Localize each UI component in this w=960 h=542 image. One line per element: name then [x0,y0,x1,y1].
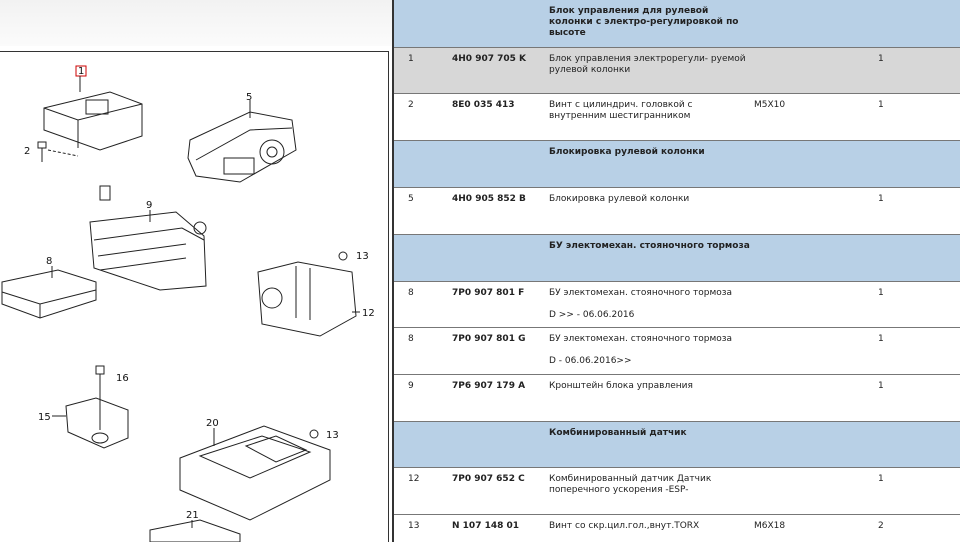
callout-15: 15 [38,412,51,423]
row-note: D >> - 06.06.2016 [549,310,635,320]
row-description: Кронштейн блока управления [549,381,693,391]
blurred-header [0,0,392,46]
callout-16: 16 [116,373,129,384]
callout-21: 21 [186,510,199,521]
row-qty: 1 [878,381,884,391]
row-qty: 1 [878,100,884,110]
group-header-row: Блокировка рулевой колонки [394,141,960,188]
row-pos: 8 [408,334,414,344]
group-title: Блокировка рулевой колонки [549,147,705,157]
row-part-number[interactable]: 7P0 907 801 G [452,334,526,344]
row-description-wrap: БУ электомехан. стояночного тормоза D - … [549,334,749,367]
parts-table: Блок управления для рулевой колонки с эл… [392,0,960,542]
callout-2: 2 [24,146,30,157]
callout-9: 9 [146,200,152,211]
row-pos: 2 [408,100,414,110]
row-part-number[interactable]: 7P6 907 179 A [452,381,526,391]
group-title: Блок управления для рулевой колонки с эл… [549,6,739,38]
row-pos: 1 [408,54,414,64]
row-qty: 1 [878,334,884,344]
row-qty: 1 [878,194,884,204]
table-row[interactable]: 8 7P0 907 801 G БУ электомехан. стояночн… [394,328,960,375]
row-description: Блокировка рулевой колонки [549,194,690,204]
row-note: D - 06.06.2016>> [549,356,632,366]
row-description: БУ электомехан. стояночного тормоза [549,288,733,298]
callout-5: 5 [246,92,252,103]
row-part-number[interactable]: N 107 148 01 [452,521,520,531]
row-part-number[interactable]: 7P0 907 801 F [452,288,525,298]
group-title: Комбинированный датчик [549,428,687,438]
row-description-wrap: БУ электомехан. стояночного тормоза D >>… [549,288,749,321]
table-row[interactable]: 2 8E0 035 413 Винт с цилиндрич. головкой… [394,94,960,141]
row-part-number[interactable]: 4H0 907 705 K [452,54,527,64]
row-qty: 1 [878,54,884,64]
callout-1: 1 [78,66,84,77]
table-row[interactable]: 9 7P6 907 179 A Кронштейн блока управлен… [394,375,960,422]
callout-8: 8 [46,256,52,267]
callout-13b: 13 [326,430,339,441]
row-pos: 8 [408,288,414,298]
row-qty: 1 [878,288,884,298]
table-row[interactable]: 8 7P0 907 801 F БУ электомехан. стояночн… [394,282,960,328]
row-spec: M5X10 [754,100,786,110]
row-pos: 13 [408,521,420,531]
row-part-number[interactable]: 4H0 905 852 B [452,194,526,204]
row-spec: M6X18 [754,521,786,531]
row-description: БУ электомехан. стояночного тормоза [549,334,733,344]
table-row[interactable]: 1 4H0 907 705 K Блок управления электрор… [394,48,960,94]
callout-12: 12 [362,308,375,319]
row-pos: 12 [408,474,420,484]
table-row[interactable]: 5 4H0 905 852 B Блокировка рулевой колон… [394,188,960,235]
group-header-row: Блок управления для рулевой колонки с эл… [394,0,960,48]
callout-20: 20 [206,418,219,429]
group-title: БУ электомехан. стояночного тормоза [549,241,750,251]
row-part-number[interactable]: 7P0 907 652 C [452,474,525,484]
row-description: Винт со скр.цил.гол.,внут.TORX [549,521,700,531]
row-qty: 2 [878,521,884,531]
row-part-number[interactable]: 8E0 035 413 [452,100,515,110]
diagram-frame [0,51,389,542]
table-row[interactable]: 12 7P0 907 652 C Комбинированный датчик … [394,468,960,515]
row-description: Винт с цилиндрич. головкой с внутренним … [549,100,693,121]
row-description: Блок управления электрорегули- руемой ру… [549,54,746,75]
row-pos: 5 [408,194,414,204]
parts-diagram-panel: 1 2 5 9 8 13 12 16 15 20 13 21 [0,0,392,542]
table-row[interactable]: 13 N 107 148 01 Винт со скр.цил.гол.,вну… [394,515,960,542]
row-description: Комбинированный датчик Датчик поперечног… [549,474,712,495]
callout-13: 13 [356,251,369,262]
row-pos: 9 [408,381,414,391]
row-qty: 1 [878,474,884,484]
group-header-row: БУ электомехан. стояночного тормоза [394,235,960,282]
parts-diagram: 1 2 5 9 8 13 12 16 15 20 13 21 [1,65,375,542]
group-header-row: Комбинированный датчик [394,422,960,468]
